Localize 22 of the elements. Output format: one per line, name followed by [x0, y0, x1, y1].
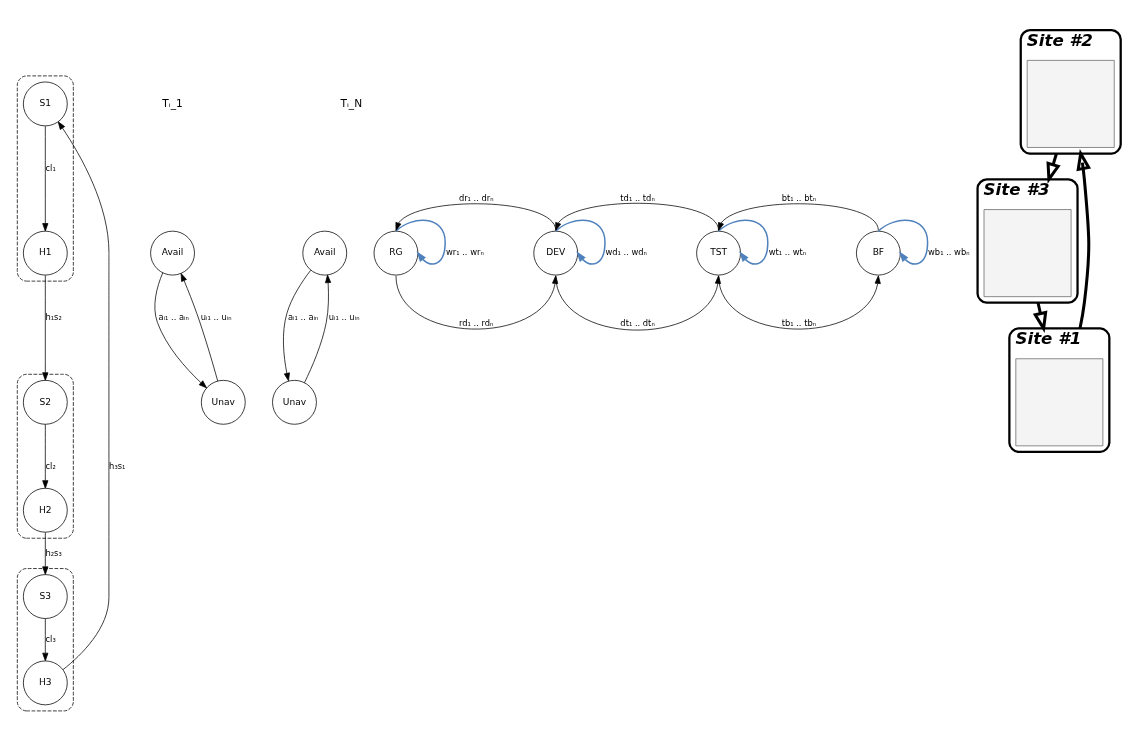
- edge-label: wr₁ .. wrₙ: [446, 246, 484, 257]
- edge-label: aᵢ₁ .. aᵢₙ: [287, 311, 319, 322]
- edge-label: cl₁: [45, 162, 56, 173]
- edge-label: td₁ .. tdₙ: [620, 192, 655, 203]
- label: Tᵢ_1: [162, 96, 183, 109]
- edge-label: cl₂: [45, 460, 56, 471]
- edge-label: cl₃: [45, 633, 56, 644]
- edge-label: wd₁ .. wdₙ: [605, 246, 647, 257]
- edge-label: dt₁ .. dtₙ: [620, 317, 655, 328]
- edge-label: uᵢ₁ .. uᵢₙ: [200, 311, 232, 322]
- edge-label: dr₁ .. drₙ: [458, 192, 494, 203]
- edge-label: h₂s₃: [45, 547, 62, 558]
- edge-label: h₃s₁: [109, 460, 126, 471]
- label: Tᵢ_N: [340, 96, 363, 109]
- edge-label: wb₁ .. wbₙ: [928, 246, 970, 257]
- edge-label: aᵢ₁ .. aᵢₙ: [158, 311, 189, 322]
- edge-label: tb₁ .. tbₙ: [781, 317, 817, 328]
- edge-label: rd₁ .. rdₙ: [459, 317, 494, 328]
- edge-label: bt₁ .. btₙ: [781, 192, 817, 203]
- edge-label: wt₁ .. wtₙ: [768, 246, 807, 257]
- edge-label: uᵢ₁ .. uᵢₙ: [328, 311, 360, 322]
- edge-label: h₁s₂: [45, 311, 62, 322]
